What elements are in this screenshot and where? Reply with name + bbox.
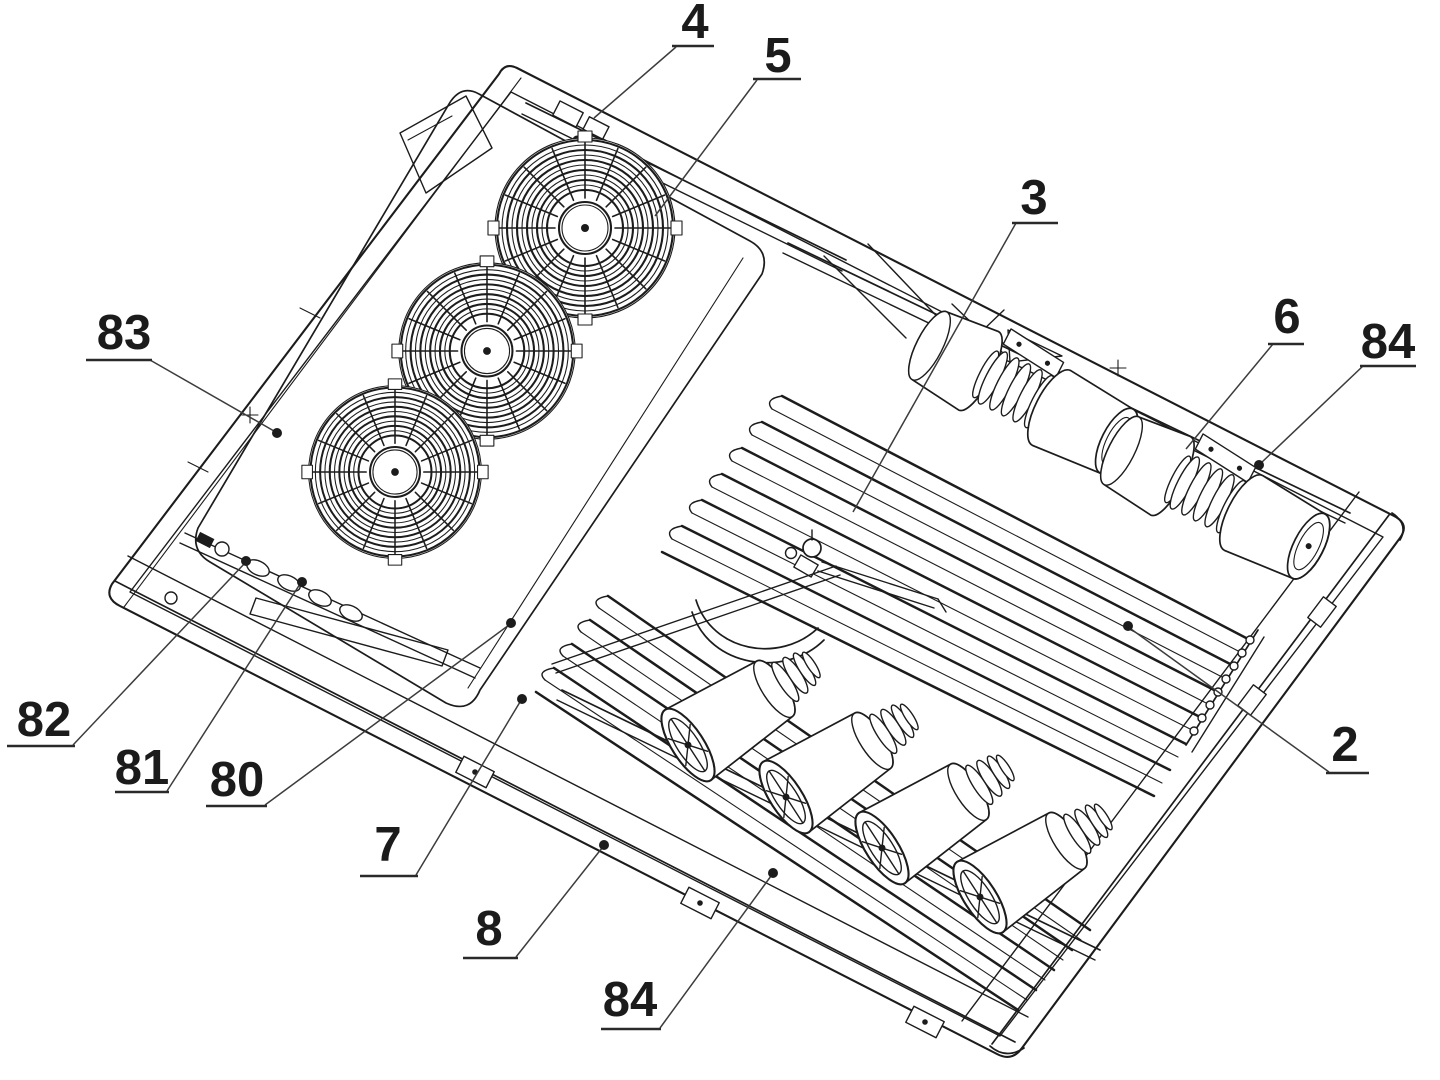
callout-6-3: 6 [1185,290,1304,450]
leader-line [852,222,1017,513]
leader-end-dot [241,556,251,566]
leader-line [1185,343,1274,450]
leader-end-dot [1254,460,1264,470]
unit-outline [108,64,1405,1058]
leader-end-dot [506,618,516,628]
leader-line [264,624,510,806]
callout-4-0: 4 [593,0,714,119]
leader-line [515,847,603,958]
callout-7-9: 7 [360,694,527,878]
callout-number: 2 [1331,718,1358,772]
leader-end-dot [272,428,282,438]
leader-line [1260,365,1364,464]
callout-layer: 4 5 3 6 84 83 82 81 80 7 8 84 2 [7,0,1416,1031]
leader-line [654,79,758,217]
callout-82-6: 82 [7,556,251,748]
leader-line [72,562,246,746]
leader-end-dot [517,694,527,704]
callout-83-5: 83 [86,306,282,438]
refrigerant-piping [551,529,947,674]
leader-end-dot [1123,621,1133,631]
callout-2-12: 2 [1123,621,1369,775]
leader-end-dot [297,577,307,587]
condenser-coil-rear [660,394,1265,798]
callout-number: 82 [17,693,72,747]
callout-number: 5 [764,29,791,83]
callout-84-4: 84 [1254,315,1416,470]
callout-number: 80 [210,753,265,807]
callout-number: 4 [681,0,708,49]
leader-line [1130,628,1330,773]
leader-line [593,46,677,119]
callout-8-10: 8 [463,840,609,960]
leader-line [149,359,275,432]
callout-number: 84 [1361,315,1416,369]
callout-80-8: 80 [206,618,516,808]
leader-end-dot [599,840,609,850]
callout-3-2: 3 [852,171,1058,513]
callout-number: 83 [97,306,152,360]
callout-5-1: 5 [654,29,801,217]
callout-81-7: 81 [115,577,307,795]
callout-84-11: 84 [601,868,778,1031]
callout-number: 7 [374,818,401,872]
leader-line [166,583,301,792]
callout-number: 84 [603,973,658,1027]
base-details [164,531,1337,1039]
leader-line [415,701,521,876]
callout-number: 6 [1273,290,1300,344]
callout-number: 8 [475,902,502,956]
plus-mark [1109,359,1127,377]
callout-number: 3 [1020,171,1047,225]
leader-line [659,875,772,1029]
blower-assembly-2 [1089,397,1347,593]
leader-end-dot [768,868,778,878]
callout-number: 81 [115,741,170,795]
